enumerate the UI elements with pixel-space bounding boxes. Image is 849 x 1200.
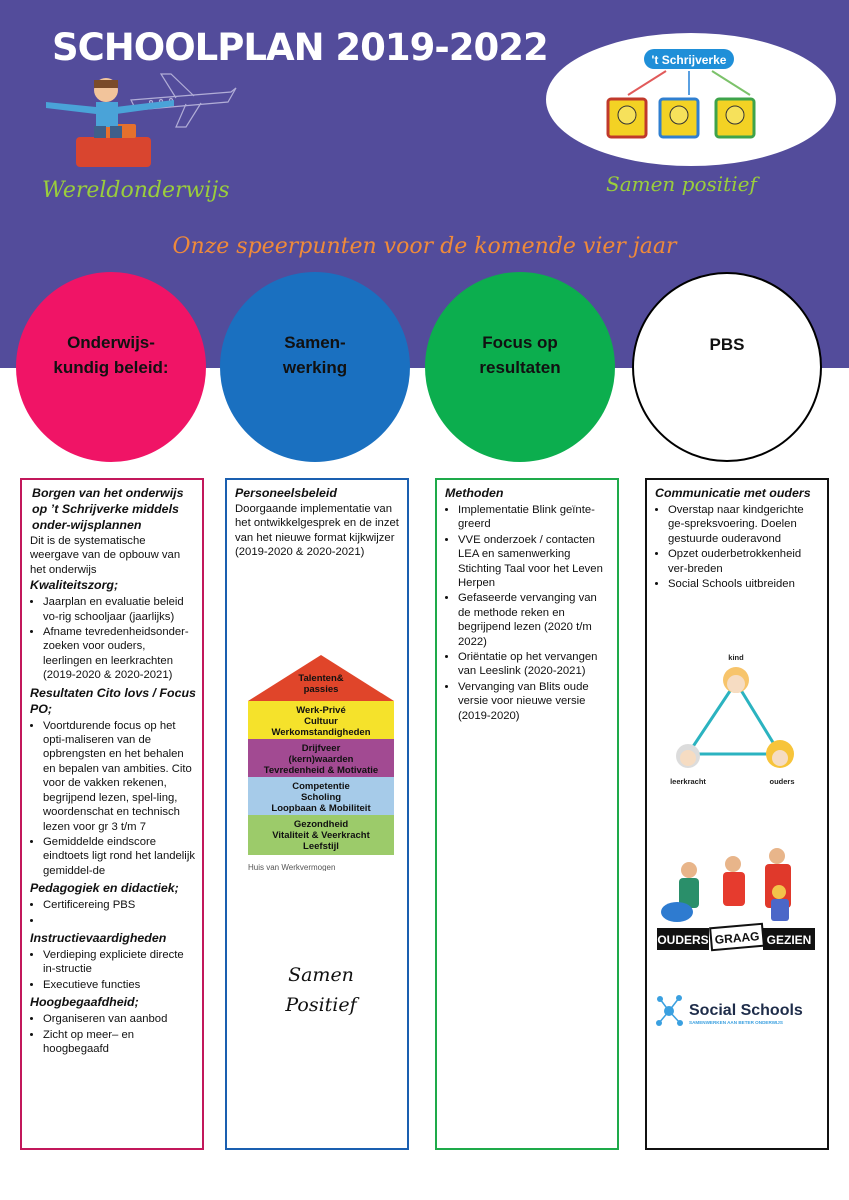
circle-label: PBS (709, 335, 745, 354)
section-heading: Borgen van het onderwijs op ’t Schrijver… (32, 486, 184, 532)
list-item: Overstap naar kindgerichte ge-spreksvoer… (668, 503, 819, 546)
closing-line-1: Samen (288, 964, 354, 986)
list-item: Verdieping expliciete directe in-structi… (43, 948, 196, 977)
list-item: Afname tevredenheidsonder-zoeken voor ou… (43, 625, 196, 683)
focus-circle-results: Focus op resultaten (425, 272, 615, 462)
section-heading: Resultaten Cito lovs / Focus PO; (30, 685, 196, 716)
school-logo-oval: 't Schrijverke (546, 33, 836, 166)
column-results: Methoden Implementatie Blink geïnte-gree… (435, 478, 619, 1150)
focus-circle-education-policy: Onderwijs- kundig beleid: (16, 272, 206, 462)
column-education-policy: Borgen van het onderwijs op ’t Schrijver… (20, 478, 204, 1150)
left-subtitle: Wereldonderwijs (42, 178, 230, 203)
right-subtitle: Samen positief (606, 172, 757, 196)
section-heading: Personeelsbeleid (235, 486, 337, 500)
graag-word: GRAAG (714, 929, 760, 947)
social-schools-tagline: SAMENWERKEN AAN BETER ONDERWIJS (689, 1020, 783, 1025)
page-title: SCHOOLPLAN 2019-2022 (52, 26, 549, 69)
list-item: Opzet ouderbetrokkenheid ver-breden (668, 547, 819, 576)
circle-label: Onderwijs- kundig beleid: (53, 333, 169, 377)
section-heading: Pedagogiek en didactiek; (30, 881, 179, 896)
section-heading: Instructievaardigheden (30, 930, 167, 945)
list-item: Vervanging van Blits oude versie voor ni… (458, 680, 609, 723)
triangle-label-left: leerkracht (670, 777, 706, 786)
samen-positief-closing: Samen Positief (266, 960, 376, 1020)
logo-label: 't Schrijverke (652, 53, 727, 67)
list-item: Gefaseerde vervanging van de methode rek… (458, 591, 609, 649)
kid-airplane-illustration (46, 73, 237, 167)
kind-ouders-leerkracht-triangle: kind leerkracht ouders (670, 653, 794, 786)
section-heading: Kwaliteitszorg; (30, 578, 119, 593)
social-schools-name: Social Schools (689, 1002, 803, 1019)
bullet-list: Voortdurende focus op het opti-maliseren… (30, 719, 196, 878)
social-schools-logo: Social Schools SAMENWERKEN AAN BETER OND… (656, 995, 803, 1026)
triangle-label-top: kind (728, 653, 744, 662)
bullet-list: Verdieping expliciete directe in-structi… (30, 948, 196, 992)
list-item: Implementatie Blink geïnte-greerd (458, 503, 609, 532)
school-logo-graphic: 't Schrijverke (606, 49, 756, 139)
section-heading: Methoden (445, 486, 504, 500)
gezien-word: GEZIEN (767, 933, 812, 947)
section-text: Dit is de systematische weergave van de … (30, 535, 181, 576)
list-item: VVE onderzoek / contacten LEA en samenwe… (458, 533, 609, 591)
section-heading: Hoogbegaafdheid; (30, 995, 139, 1010)
tagline: Onze speerpunten voor de komende vier ja… (172, 234, 677, 259)
list-item: Zicht op meer– en hoogbegaafd (43, 1028, 196, 1057)
focus-circle-pbs: PBS (632, 272, 822, 462)
house-caption: Huis van Werkvermogen (248, 863, 335, 871)
list-item: Organiseren van aanbod (43, 1012, 196, 1026)
bullet-list: Certificereing PBS (30, 898, 196, 928)
column-pbs: Communicatie met ouders Overstap naar ki… (645, 478, 829, 1150)
ouders-graag-gezien-logo: OUDERS GRAAG GEZIEN (657, 848, 815, 952)
focus-circle-collaboration: Samen- werking (220, 272, 410, 462)
section-heading: Communicatie met ouders (655, 486, 811, 500)
list-item: Jaarplan en evaluatie beleid vo-rig scho… (43, 595, 196, 624)
bullet-list: Implementatie Blink geïnte-greerd VVE on… (445, 503, 609, 723)
list-item (43, 914, 196, 928)
section-text: Doorgaande implementatie van het ontwikk… (235, 503, 399, 559)
ouders-word: OUDERS (657, 933, 708, 947)
list-item: Voortdurende focus op het opti-maliseren… (43, 719, 196, 834)
circle-label: Samen- werking (282, 333, 348, 377)
bullet-list: Organiseren van aanbod Zicht op meer– en… (30, 1012, 196, 1056)
closing-line-2: Positief (285, 994, 357, 1016)
bullet-list: Jaarplan en evaluatie beleid vo-rig scho… (30, 595, 196, 682)
list-item: Gemiddelde eindscore eindtoets ligt rond… (43, 835, 196, 878)
list-item: Oriëntatie op het vervangen van Leeslink… (458, 650, 609, 679)
circle-label: Focus op resultaten (479, 333, 561, 377)
list-item: Certificereing PBS (43, 898, 196, 912)
house-layer-1-line-1: Talenten&passies (298, 673, 343, 695)
list-item: Executieve functies (43, 978, 196, 992)
list-item: Social Schools uitbreiden (668, 577, 819, 591)
bullet-list: Overstap naar kindgerichte ge-spreksvoer… (655, 503, 819, 591)
triangle-label-right: ouders (769, 777, 794, 786)
